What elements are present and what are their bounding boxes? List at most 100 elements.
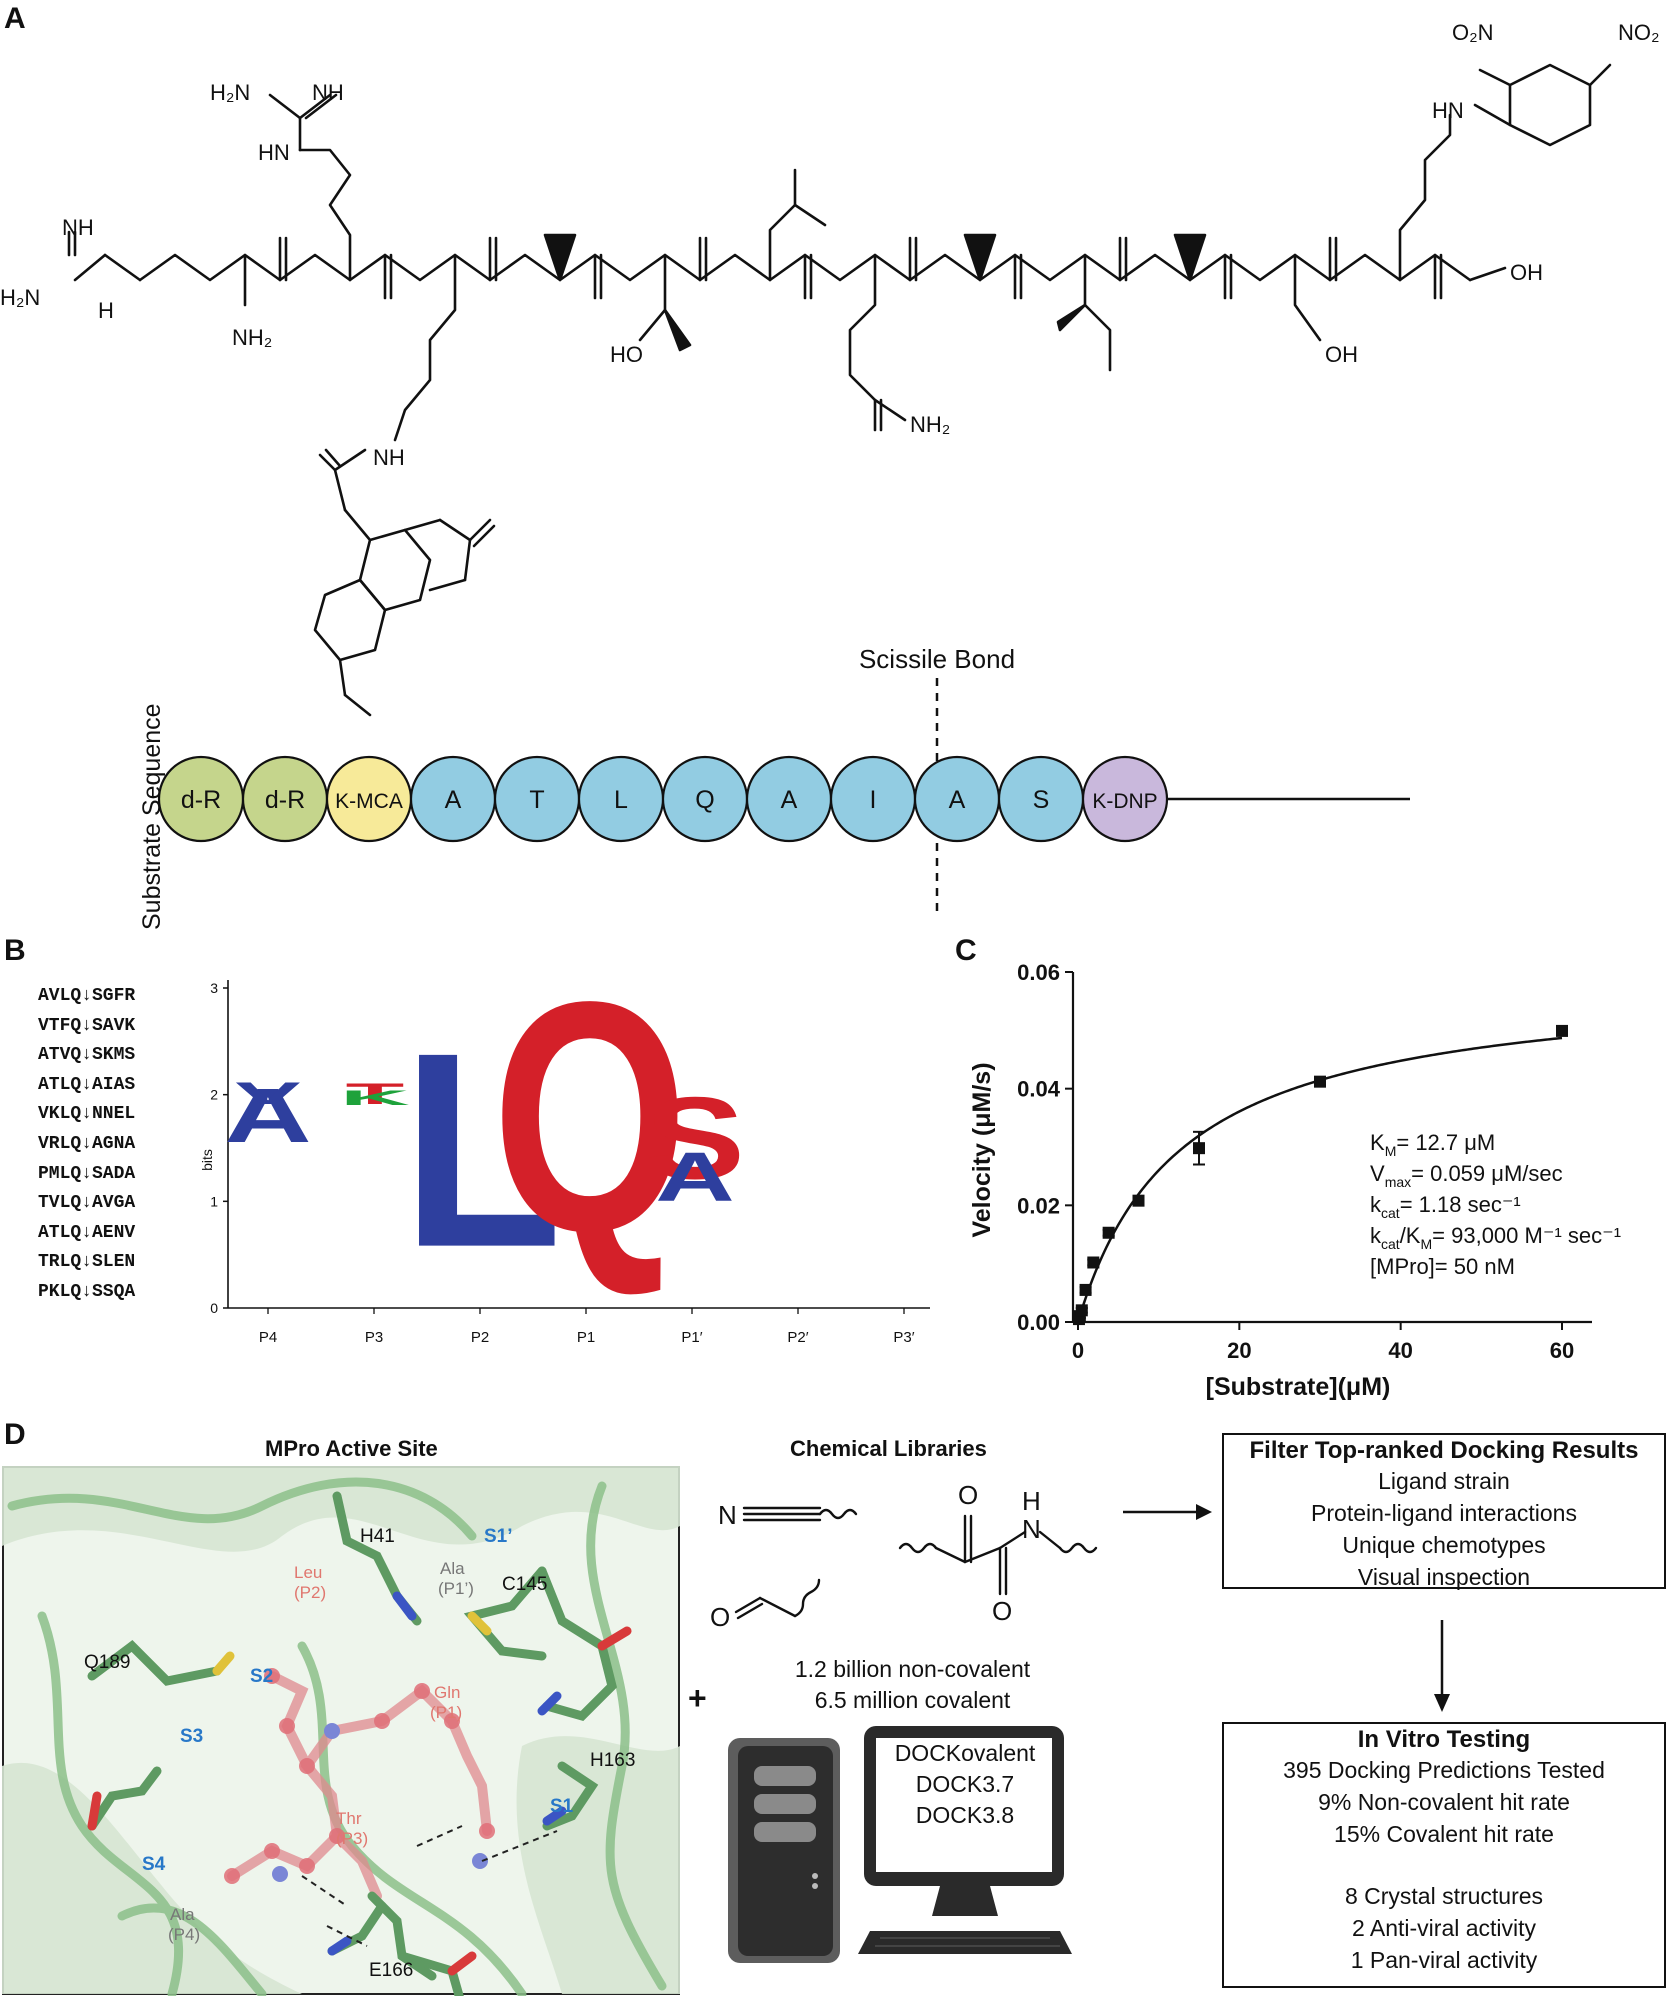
chart-point-8 bbox=[1314, 1075, 1326, 1088]
chem-label-oh-ser: OH bbox=[1325, 342, 1358, 367]
logo-position-3: P1 bbox=[577, 1329, 595, 1346]
logo-position-1: P3 bbox=[365, 1329, 383, 1346]
filter-item-visual: Visual inspection bbox=[1357, 1564, 1531, 1590]
chem-label-nh2-gln: NH₂ bbox=[910, 412, 950, 437]
subsite-label-s3: S3 bbox=[180, 1726, 203, 1747]
logo-glyph-p1p-a: A bbox=[655, 1138, 734, 1216]
chart-point-5 bbox=[1102, 1226, 1115, 1239]
residue-label-q189: Q189 bbox=[84, 1652, 130, 1673]
warhead-structures: N O O H N O bbox=[710, 1480, 1098, 1632]
filter-item-ligand-strain: Ligand strain bbox=[1378, 1468, 1510, 1494]
flow-arrows bbox=[1123, 1504, 1450, 1712]
chem-label-no2: NO₂ bbox=[1618, 20, 1660, 45]
chem-label-nh-linker: NH bbox=[373, 445, 405, 470]
chem-label-o2n: O₂N bbox=[1452, 20, 1494, 45]
filter-item-chemotypes: Unique chemotypes bbox=[1342, 1532, 1546, 1558]
dock-program-dockovalent: DOCKovalent bbox=[894, 1740, 1036, 1766]
chart-annotation-line-2: kcat= 1.18 sec⁻¹ bbox=[1370, 1192, 1521, 1221]
chart-point-7 bbox=[1193, 1142, 1205, 1155]
peptide-structure: H₂N NH HN NH H₂N H NH₂ HO OH OH NH₂ NH H… bbox=[0, 20, 1660, 930]
dock-program-dock38: DOCK3.8 bbox=[915, 1802, 1015, 1828]
chart-point-9 bbox=[1556, 1024, 1568, 1037]
active-site-render: H41 C145 Q189 H163 E166 S1’ S2 S3 S1 S4 … bbox=[2, 1466, 680, 1996]
logo-position-5: P2′ bbox=[787, 1329, 808, 1346]
panel-letter-c: C bbox=[955, 934, 977, 967]
filter-box-title: Filter Top-ranked Docking Results bbox=[1249, 1437, 1639, 1464]
library-count-covalent: 6.5 million covalent bbox=[814, 1687, 1011, 1713]
cleavage-sequence: AVLQ↓SGFR bbox=[38, 986, 136, 1006]
logo-glyph-p4-a: A bbox=[224, 1073, 311, 1159]
computer-icon bbox=[728, 1726, 1072, 1963]
testing-item-panviral: 1 Pan-viral activity bbox=[1350, 1947, 1538, 1973]
cleavage-sequence: PKLQ↓SSQA bbox=[38, 1281, 136, 1302]
filter-results-box: Filter Top-ranked Docking Results Ligand… bbox=[1222, 1433, 1666, 1590]
chart-annotation-line-4: [MPro]= 50 nM bbox=[1370, 1254, 1515, 1279]
chem-label-h2n-left: H₂N bbox=[0, 285, 40, 310]
testing-item-covalent: 15% Covalent hit rate bbox=[1334, 1821, 1554, 1847]
logo-glyph-p4-v: V bbox=[235, 1076, 301, 1111]
substrate-sequence-label: Substrate Sequence bbox=[138, 703, 166, 930]
chem-label-n-h2n-top: H₂N bbox=[210, 80, 250, 105]
logo-position-4: P1′ bbox=[681, 1329, 702, 1346]
residue-label-1: d-R bbox=[265, 786, 305, 814]
chem-label-hn-top: HN bbox=[258, 140, 290, 165]
logo-y-tick-label-1: 1 bbox=[210, 1193, 218, 1209]
chart-y-tick-label-0: 0.00 bbox=[1017, 1310, 1060, 1335]
cleavage-sequence: ATLQ↓AIAS bbox=[38, 1074, 136, 1095]
testing-item-crystal: 8 Crystal structures bbox=[1344, 1883, 1544, 1909]
in-vitro-testing-box: In Vitro Testing 395 Docking Predictions… bbox=[1222, 1722, 1666, 1988]
ligand-label-ala-p1p-sub: (P1’) bbox=[438, 1579, 474, 1598]
ligand-label-gln-sub: (P1) bbox=[430, 1703, 462, 1722]
residue-circle-11 bbox=[1081, 755, 1169, 843]
residue-label-3: A bbox=[445, 786, 462, 814]
cleavage-sequence: VKLQ↓NNEL bbox=[38, 1104, 136, 1125]
cleavage-sequence: VRLQ↓AGNA bbox=[38, 1133, 136, 1154]
subsite-label-s1p: S1’ bbox=[484, 1526, 513, 1547]
residue-label-9: A bbox=[949, 786, 966, 814]
chart-points bbox=[1072, 1024, 1568, 1326]
warhead-amide-h: H bbox=[1022, 1486, 1041, 1516]
chart-point-3 bbox=[1079, 1283, 1092, 1296]
chart-y-tick-label-1: 0.02 bbox=[1017, 1193, 1060, 1218]
ligand-label-thr: Thr bbox=[336, 1809, 362, 1828]
subsite-label-s4: S4 bbox=[142, 1854, 166, 1875]
testing-item-predictions: 395 Docking Predictions Tested bbox=[1283, 1757, 1605, 1783]
logo-glyph-p1-q: Q bbox=[492, 960, 688, 1299]
logo-position-0: P4 bbox=[259, 1329, 277, 1346]
warhead-nitrile-n: N bbox=[718, 1500, 737, 1530]
scissile-bond-label: Scissile Bond bbox=[859, 644, 1015, 674]
ligand-label-ala-p4: Ala bbox=[170, 1905, 195, 1924]
cleavage-sequence: ATLQ↓AENV bbox=[38, 1222, 136, 1243]
chart-x-tick-label-0: 0 bbox=[1072, 1338, 1084, 1363]
chem-label-h-left: H bbox=[98, 298, 114, 323]
residue-label-e166: E166 bbox=[369, 1960, 413, 1981]
residue-label-2: K-MCA bbox=[335, 790, 403, 813]
ligand-label-leu: Leu bbox=[294, 1563, 322, 1582]
warhead-aldehyde-o: O bbox=[710, 1602, 730, 1632]
chem-label-oh-acid: OH bbox=[1510, 260, 1543, 285]
chart-point-2 bbox=[1075, 1304, 1088, 1317]
residue-label-11: K-DNP bbox=[1092, 790, 1157, 813]
panel-letter-a: A bbox=[4, 2, 26, 35]
chart-point-6 bbox=[1132, 1194, 1145, 1207]
chemical-libraries-title: Chemical Libraries bbox=[790, 1436, 987, 1461]
chart-x-label: [Substrate](μM) bbox=[1206, 1373, 1391, 1401]
ligand-label-thr-sub: (P3) bbox=[336, 1829, 368, 1848]
cleavage-sequence: TRLQ↓SLEN bbox=[38, 1252, 136, 1273]
residue-label-5: L bbox=[614, 786, 628, 814]
chem-label-nh-left: NH bbox=[62, 215, 94, 240]
residue-label-7: A bbox=[781, 786, 798, 814]
chem-label-nh2-mid: NH₂ bbox=[232, 325, 272, 350]
testing-item-noncovalent: 9% Non-covalent hit rate bbox=[1318, 1789, 1570, 1815]
ligand-label-ala-p4-sub: (P4) bbox=[168, 1925, 200, 1944]
library-counts: 1.2 billion non-covalent 6.5 million cov… bbox=[730, 1654, 1095, 1716]
logo-y-label: bits bbox=[199, 1149, 215, 1171]
cleavage-sequence: VTFQ↓SAVK bbox=[38, 1015, 136, 1036]
